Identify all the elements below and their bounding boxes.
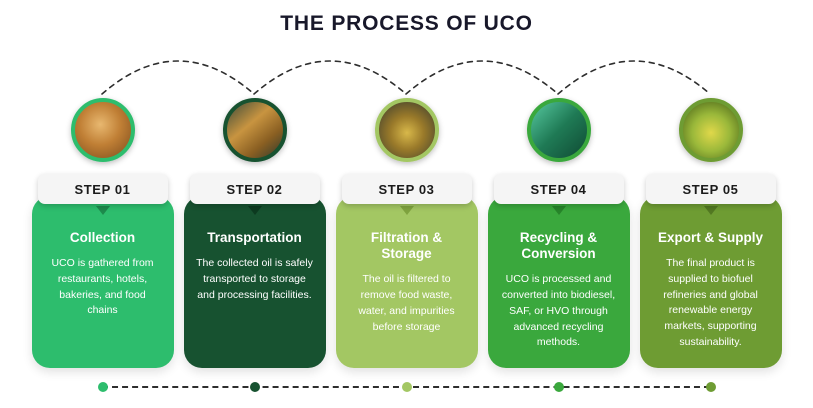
step-label-text: STEP 01 (74, 181, 131, 197)
step-column-4: STEP 04 Recycling & Conversion UCO is pr… (483, 98, 635, 392)
timeline-dot-5 (705, 382, 716, 392)
oil-bottles-photo (222, 98, 287, 162)
step-label-2: STEP 02 (189, 174, 320, 204)
step-card-5: Export & Supply The final product is sup… (639, 196, 782, 368)
step-description: UCO is processed and converted into biod… (501, 273, 616, 349)
step-column-2: STEP 02 Transportation The collected oil… (179, 98, 331, 392)
filtration-jar-photo (374, 98, 439, 162)
page-title: THE PROCESS OF UCO (280, 12, 533, 35)
step-card-3: Filtration & Storage The oil is filtered… (335, 196, 478, 368)
timeline-dot-3 (401, 382, 412, 392)
pointer-down-triangle (399, 206, 414, 215)
step-label-1: STEP 01 (37, 174, 168, 204)
step-title: Export & Supply (657, 230, 763, 245)
pointer-down-triangle (247, 206, 262, 215)
step-description: The final product is supplied to biofuel… (663, 257, 758, 348)
step-description: The oil is filtered to remove food waste… (358, 273, 455, 333)
step-label-3: STEP 03 (341, 174, 472, 204)
pointer-down-triangle (95, 206, 110, 215)
timeline-dot-1 (97, 382, 108, 392)
food-pan-photo (70, 98, 135, 162)
arc-step2-step3 (253, 60, 407, 95)
step-column-1: STEP 01 Collection UCO is gathered from … (27, 98, 179, 392)
pointer-down-triangle (703, 206, 718, 215)
step-card-2: Transportation The collected oil is safe… (183, 196, 326, 368)
step-label-text: STEP 04 (530, 181, 587, 197)
arc-step1-step2 (101, 60, 255, 95)
step-label-text: STEP 02 (226, 181, 283, 197)
step-card-4: Recycling & Conversion UCO is processed … (487, 196, 630, 368)
arc-step3-step4 (405, 60, 559, 95)
step-label-text: STEP 05 (682, 181, 739, 197)
biofuel-glass-photo (678, 98, 743, 162)
recycling-plant-photo (526, 98, 591, 162)
step-label-5: STEP 05 (645, 174, 776, 204)
step-title: Transportation (207, 230, 302, 245)
step-card-1: Collection UCO is gathered from restaura… (31, 196, 174, 368)
step-description: UCO is gathered from restaurants, hotels… (51, 257, 154, 317)
step-title: Filtration & Storage (370, 230, 443, 262)
pointer-down-triangle (551, 206, 566, 215)
timeline-dot-2 (249, 382, 260, 392)
timeline-dot-4 (553, 382, 564, 392)
arc-step4-step5 (557, 60, 711, 95)
step-title: Recycling & Conversion (519, 230, 598, 262)
step-column-5: STEP 05 Export & Supply The final produc… (635, 98, 787, 392)
step-label-4: STEP 04 (493, 174, 624, 204)
step-title: Collection (69, 230, 136, 245)
step-description: The collected oil is safely transported … (196, 257, 313, 301)
step-column-3: STEP 03 Filtration & Storage The oil is … (331, 98, 483, 392)
step-label-text: STEP 03 (378, 181, 435, 197)
steps-row: STEP 01 Collection UCO is gathered from … (0, 98, 813, 392)
